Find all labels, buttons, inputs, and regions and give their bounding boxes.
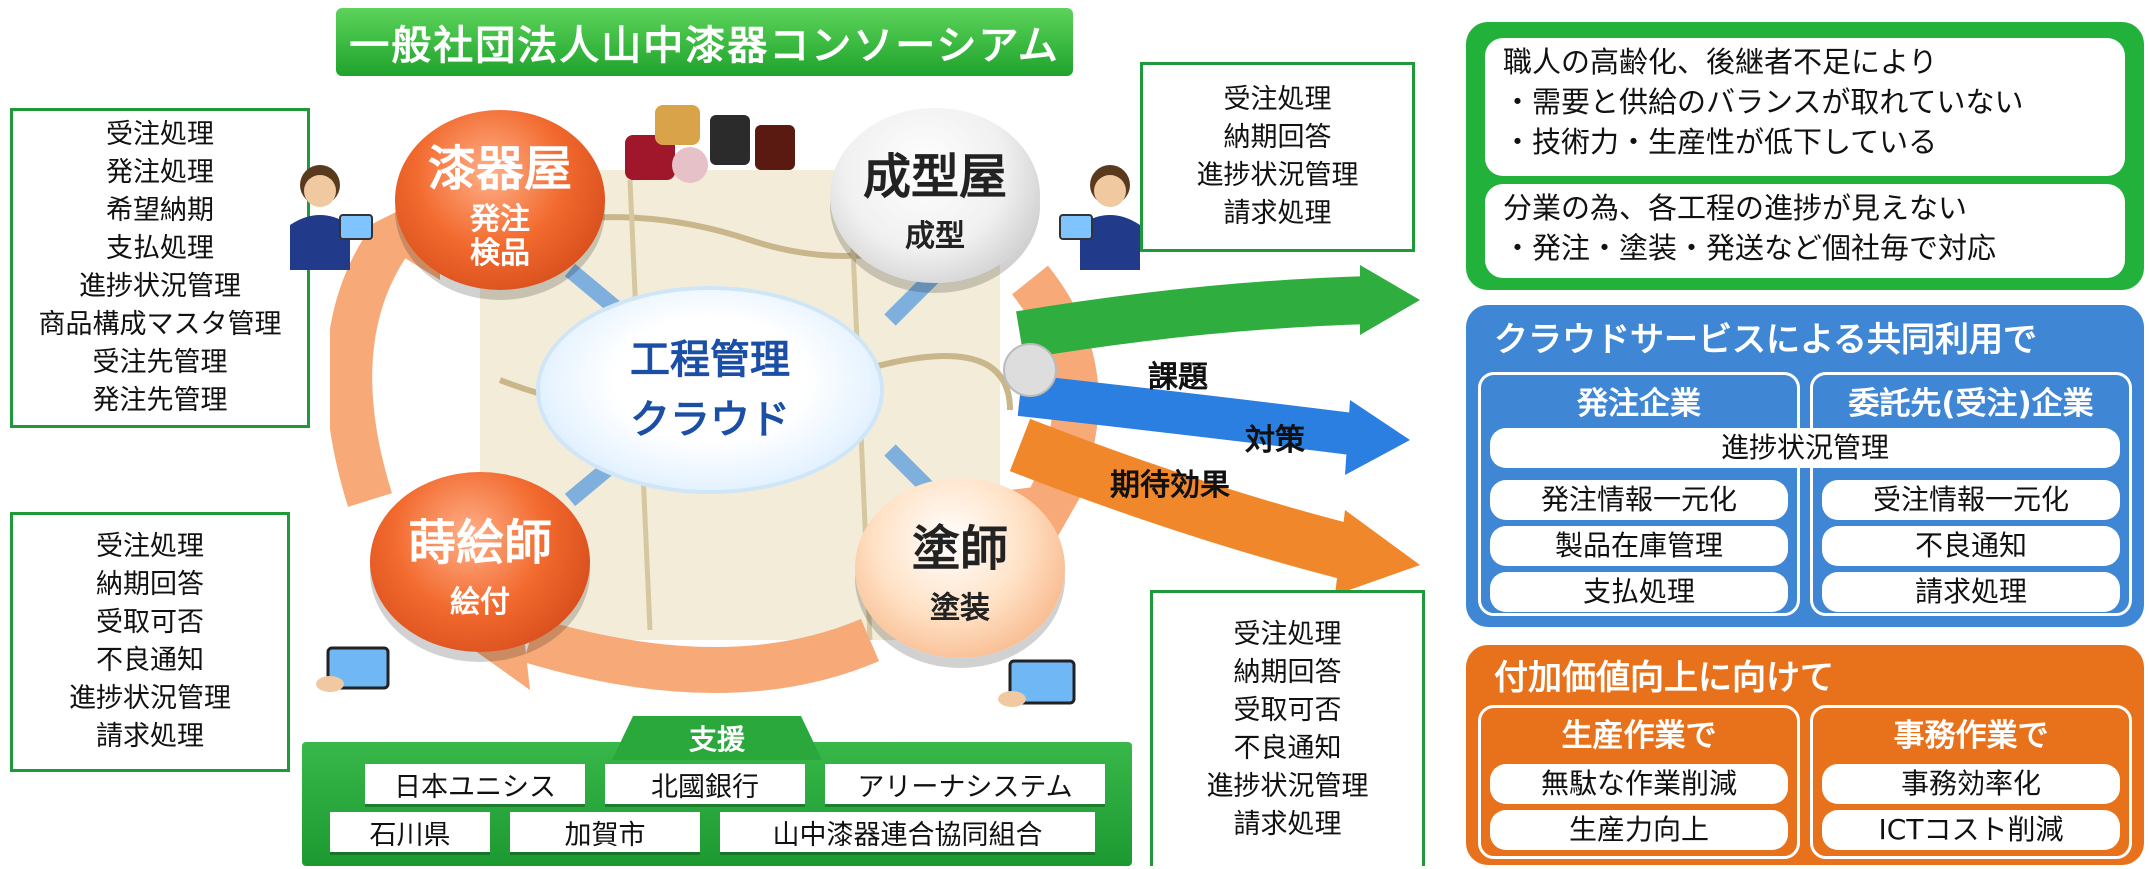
issue-line: ・需要と供給のバランスが取れていない — [1503, 85, 2024, 119]
node-shikkiya-task2: 検品 — [470, 236, 530, 271]
consortium-title: 一般社団法人山中漆器コンソーシアム — [336, 8, 1073, 76]
issue-line: ・発注・塗装・発送など個社毎で対応 — [1503, 231, 1997, 265]
shikkiya-function-list: 受注処理 発注処理 希望納期 支払処理 進捗状況管理 商品構成マスタ管理 受注先… — [10, 108, 310, 428]
ordering-company-heading: 発注企業 — [1577, 386, 1701, 422]
list-item: 進捗状況管理 — [1196, 160, 1359, 191]
list-item: 受注先管理 — [92, 347, 228, 378]
issue-line: 分業の為、各工程の進捗が見えない — [1503, 191, 1968, 225]
list-item: 受取可否 — [96, 607, 204, 638]
list-item: 発注先管理 — [92, 385, 228, 416]
list-item: 進捗状況管理 — [79, 271, 241, 302]
lacquerware-products-image — [625, 105, 795, 183]
cloud-service-title: クラウドサービスによる共同利用で — [1494, 320, 2037, 360]
node-seikeiya-task: 成型 — [905, 218, 965, 254]
support-item: 山中漆器連合協同組合 — [720, 812, 1095, 852]
support-item: 日本ユニシス — [365, 764, 585, 804]
contractor-item: 請求処理 — [1822, 572, 2120, 612]
list-item: 発注処理 — [106, 157, 214, 188]
support-title: 支援 — [612, 716, 822, 760]
production-work-panel — [1478, 705, 1800, 859]
node-makieshi-name: 蒔絵師 — [407, 515, 552, 571]
nurishi-function-list: 受注処理 納期回答 受取可否 不良通知 進捗状況管理 請求処理 — [1150, 590, 1425, 866]
contractor-item: 受注情報一元化 — [1822, 480, 2120, 520]
issue-block-aging: 職人の高齢化、後継者不足により ・需要と供給のバランスが取れていない ・技術力・… — [1485, 38, 2125, 176]
support-item: 北國銀行 — [605, 764, 805, 804]
issue-block-division: 分業の為、各工程の進捗が見えない ・発注・塗装・発送など個社毎で対応 — [1485, 184, 2125, 278]
label-measure: 対策 — [1245, 423, 1305, 458]
value-add-title: 付加価値向上に向けて — [1494, 658, 1834, 698]
issue-line: ・技術力・生産性が低下している — [1503, 125, 1938, 159]
node-nurishi-task: 塗装 — [930, 591, 990, 626]
contractor-item: 不良通知 — [1822, 526, 2120, 566]
support-item: 石川県 — [330, 812, 490, 852]
list-item: 納期回答 — [1233, 656, 1342, 688]
node-nurishi-name: 塗師 — [911, 521, 1008, 577]
strategy-arrows — [1003, 265, 1420, 595]
node-makieshi-task: 絵付 — [450, 585, 510, 620]
support-item: 加賀市 — [510, 812, 700, 852]
list-item: 受注処理 — [1223, 84, 1332, 115]
person-with-tablet-icon — [1059, 165, 1140, 270]
cycle-arrowhead-right — [1010, 480, 1090, 550]
issue-line: 職人の高齢化、後継者不足により — [1503, 45, 1938, 79]
list-item: 商品構成マスタ管理 — [38, 309, 282, 340]
label-expected-effect: 期待効果 — [1110, 468, 1230, 503]
shared-progress-management: 進捗状況管理 — [1490, 428, 2120, 468]
production-item: 無駄な作業削減 — [1490, 764, 1788, 804]
office-item: 事務効率化 — [1822, 764, 2120, 804]
ordering-company-panel — [1478, 372, 1800, 616]
list-item: 進捗状況管理 — [1206, 770, 1369, 802]
production-item: 生産力向上 — [1490, 810, 1788, 850]
office-work-heading: 事務作業で — [1893, 718, 2049, 754]
tablet-icon — [316, 646, 390, 692]
node-shikkiya-task1: 発注 — [470, 202, 530, 237]
list-item: 請求処理 — [1233, 808, 1342, 840]
list-item: 進捗状況管理 — [69, 683, 231, 714]
list-item: 受取可否 — [1233, 694, 1342, 726]
node-nurishi: 塗師 塗装 — [855, 478, 1065, 658]
makieshi-function-list: 受注処理 納期回答 受取可否 不良通知 進捗状況管理 請求処理 — [10, 512, 290, 772]
node-shikkiya-name: 漆器屋 — [427, 141, 572, 197]
node-seikeiya: 成型屋 成型 — [830, 108, 1040, 283]
list-item: 受注処理 — [96, 531, 204, 562]
ordering-item: 発注情報一元化 — [1490, 480, 1788, 520]
node-seikeiya-name: 成型屋 — [862, 148, 1007, 205]
list-item: 請求処理 — [96, 721, 204, 752]
contractor-company-panel — [1810, 372, 2132, 616]
list-item: 請求処理 — [1223, 198, 1332, 229]
list-item: 納期回答 — [1223, 122, 1332, 153]
seikeiya-function-list: 受注処理 納期回答 進捗状況管理 請求処理 — [1140, 62, 1415, 252]
list-item: 受注処理 — [1233, 618, 1342, 650]
person-with-tablet-icon — [290, 165, 373, 270]
office-work-panel — [1810, 705, 2132, 859]
cycle-arrow-left — [330, 226, 410, 507]
label-issue: 課題 — [1148, 360, 1208, 395]
ordering-item: 製品在庫管理 — [1490, 526, 1788, 566]
process-management-cloud: 工程管理 クラウド — [540, 290, 880, 490]
cycle-arrow-bottom — [523, 617, 880, 693]
list-item: 不良通知 — [1233, 732, 1342, 764]
office-item: ICTコスト削減 — [1822, 810, 2120, 850]
cloud-line2: クラウド — [630, 397, 790, 443]
node-makieshi: 蒔絵師 絵付 — [370, 472, 590, 652]
list-item: 支払処理 — [106, 233, 214, 264]
tablet-icon — [998, 659, 1076, 707]
list-item: 不良通知 — [96, 645, 204, 676]
list-item: 希望納期 — [106, 195, 214, 226]
list-item: 受注処理 — [106, 119, 214, 150]
contractor-company-heading: 委託先(受注)企業 — [1848, 386, 2094, 422]
list-item: 納期回答 — [96, 569, 204, 600]
ordering-item: 支払処理 — [1490, 572, 1788, 612]
production-work-heading: 生産作業で — [1561, 718, 1717, 754]
cloud-line1: 工程管理 — [630, 337, 790, 383]
node-shikkiya: 漆器屋 発注 検品 — [395, 110, 605, 290]
support-item: アリーナシステム — [825, 764, 1105, 804]
